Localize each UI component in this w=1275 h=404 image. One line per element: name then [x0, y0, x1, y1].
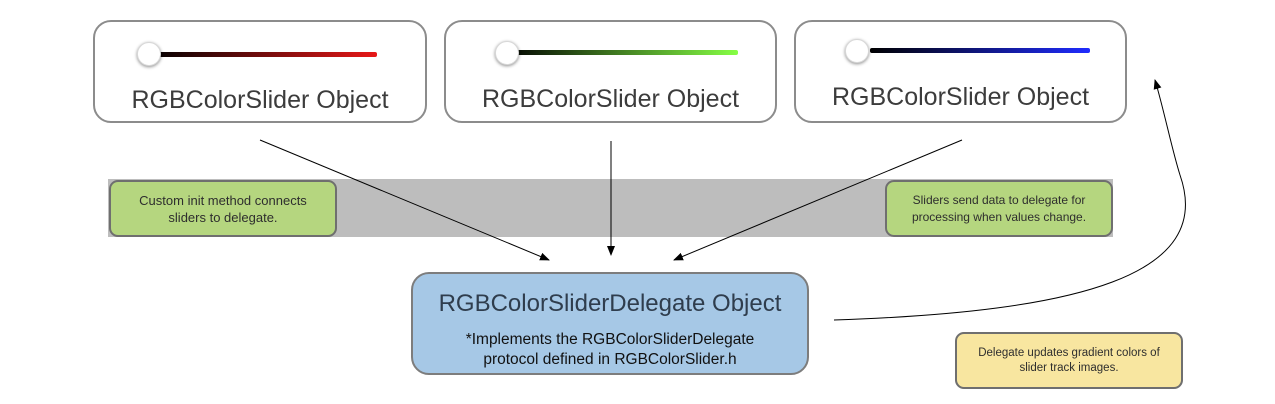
delegate-box: RGBColorSliderDelegate Object *Implement…	[411, 272, 809, 375]
arrow-blue-to-delegate	[673, 139, 963, 261]
slider-box-blue: RGBColorSlider Object	[794, 20, 1127, 123]
slider-label-blue: RGBColorSlider Object	[831, 83, 1090, 111]
slider-track-red	[150, 52, 377, 57]
slider-knob-red[interactable]	[137, 42, 161, 66]
slider-label-green: RGBColorSlider Object	[481, 85, 740, 113]
update-colors-note: Delegate updates gradient colors of slid…	[955, 332, 1183, 389]
arrow-delegate-to-sliders	[833, 79, 1186, 321]
slider-box-green: RGBColorSlider Object	[444, 20, 777, 123]
slider-box-red: RGBColorSlider Object	[93, 20, 427, 123]
slider-label-red: RGBColorSlider Object	[131, 86, 389, 114]
arrow-red-to-delegate	[259, 139, 550, 261]
delegate-title: RGBColorSliderDelegate Object	[438, 290, 782, 317]
update-colors-note-text: Delegate updates gradient colors of slid…	[978, 346, 1160, 374]
slider-track-blue	[870, 48, 1090, 53]
send-data-note: Sliders send data to delegate for proces…	[885, 180, 1113, 237]
slider-knob-blue[interactable]	[845, 39, 869, 63]
init-method-note-text: Custom init method connects sliders to d…	[139, 192, 307, 225]
slider-track-green	[504, 50, 738, 55]
send-data-note-text: Sliders send data to delegate for proces…	[911, 192, 1087, 224]
init-method-note: Custom init method connects sliders to d…	[109, 180, 337, 237]
delegate-note: *Implements the RGBColorSliderDelegate p…	[465, 331, 755, 368]
slider-knob-green[interactable]	[495, 41, 519, 65]
